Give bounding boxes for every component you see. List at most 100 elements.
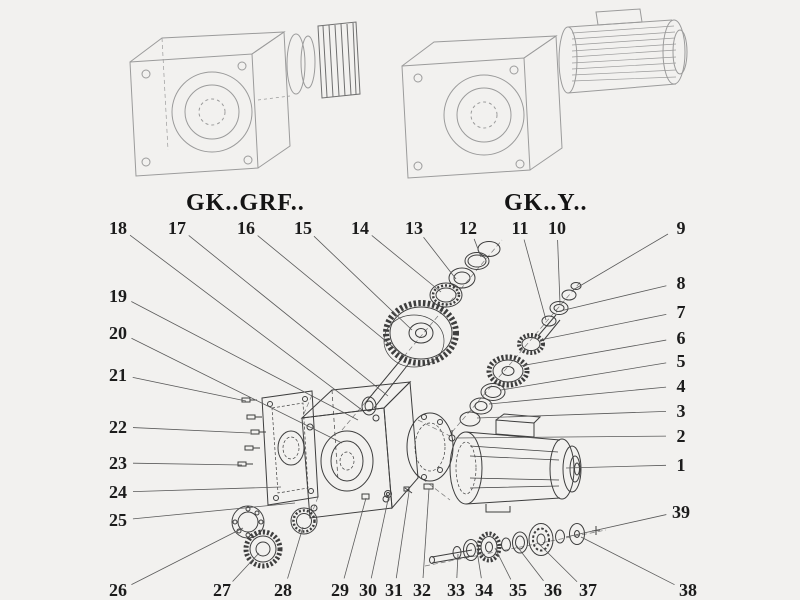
leader-line-11 xyxy=(523,239,547,321)
leader-line-18 xyxy=(129,234,363,411)
part-number-24: 24 xyxy=(109,482,127,502)
leader-line-4 xyxy=(488,386,667,405)
leader-line-24 xyxy=(132,486,282,493)
leader-line-30 xyxy=(370,494,390,579)
part-number-19: 19 xyxy=(109,286,127,306)
bevel-pinion-set xyxy=(517,282,582,355)
leader-line-33 xyxy=(456,553,459,579)
part-number-20: 20 xyxy=(109,323,127,343)
part-number-14: 14 xyxy=(351,218,369,238)
leader-lines-layer xyxy=(129,233,675,586)
assembled-unit-gky-drawing xyxy=(401,8,688,179)
leader-line-37 xyxy=(536,541,578,583)
model-label-gkgrf: GK..GRF.. xyxy=(186,190,305,216)
part-number-36: 36 xyxy=(544,580,562,600)
leader-line-15 xyxy=(313,235,413,331)
center-lines xyxy=(301,239,607,567)
part-number-15: 15 xyxy=(294,218,312,238)
part-number-18: 18 xyxy=(109,218,127,238)
part-number-28: 28 xyxy=(274,580,292,600)
electric-motor xyxy=(448,413,582,513)
part-number-30: 30 xyxy=(359,580,377,600)
leader-line-39 xyxy=(565,514,667,538)
part-number-16: 16 xyxy=(237,218,255,238)
part-number-7: 7 xyxy=(676,302,686,322)
part-number-9: 9 xyxy=(676,218,686,238)
bevel-gear-set xyxy=(459,354,530,427)
part-number-8: 8 xyxy=(676,273,686,293)
part-number-32: 32 xyxy=(413,580,431,600)
leader-line-14 xyxy=(371,235,442,293)
output-cover-set xyxy=(231,505,318,569)
mounting-flange-plate xyxy=(261,390,319,506)
part-number-38: 38 xyxy=(679,580,697,600)
part-number-25: 25 xyxy=(109,510,127,530)
leader-line-29 xyxy=(343,497,367,579)
leader-line-22 xyxy=(132,427,251,434)
input-bearings-rings xyxy=(429,241,501,308)
part-number-21: 21 xyxy=(109,365,127,385)
motor-drawing xyxy=(558,8,688,94)
flange-bolts xyxy=(237,397,266,467)
leader-line-34 xyxy=(476,550,482,579)
part-number-5: 5 xyxy=(676,351,686,371)
part-number-2: 2 xyxy=(676,426,686,446)
input-pinion-shaft xyxy=(361,355,411,416)
part-number-27: 27 xyxy=(213,580,231,600)
model-label-gky: GK..Y.. xyxy=(504,190,588,216)
part-number-34: 34 xyxy=(475,580,493,600)
assembled-unit-gkgrf-drawing xyxy=(129,21,361,177)
leader-line-19 xyxy=(131,301,359,421)
leader-line-13 xyxy=(423,237,457,280)
leader-line-26 xyxy=(131,527,244,586)
part-number-29: 29 xyxy=(331,580,349,600)
leader-line-17 xyxy=(188,235,389,397)
leader-line-8 xyxy=(555,285,667,313)
leader-line-3 xyxy=(476,411,667,419)
leader-line-27 xyxy=(232,552,260,582)
leader-line-6 xyxy=(519,339,667,367)
part-number-22: 22 xyxy=(109,417,127,437)
part-number-35: 35 xyxy=(509,580,527,600)
housing-fasteners xyxy=(361,483,434,500)
helical-gear-large xyxy=(383,300,459,368)
part-number-6: 6 xyxy=(676,328,686,348)
part-number-17: 17 xyxy=(168,218,186,238)
leader-line-20 xyxy=(131,337,343,444)
leader-line-2 xyxy=(455,435,667,439)
leader-line-38 xyxy=(580,536,675,586)
part-number-37: 37 xyxy=(579,580,597,600)
part-number-3: 3 xyxy=(676,401,686,421)
part-number-12: 12 xyxy=(459,218,477,238)
part-number-4: 4 xyxy=(676,376,686,396)
output-shaft-assembly xyxy=(429,523,601,564)
part-number-23: 23 xyxy=(109,453,127,473)
exploded-view-drawing xyxy=(231,239,607,569)
leader-line-1 xyxy=(565,464,667,469)
leader-line-36 xyxy=(515,544,544,581)
leader-line-32 xyxy=(422,488,430,579)
leader-line-25 xyxy=(132,502,296,520)
leader-line-10 xyxy=(557,239,561,305)
part-number-33: 33 xyxy=(447,580,465,600)
input-adapter-ribs xyxy=(317,21,361,99)
part-number-13: 13 xyxy=(405,218,423,238)
leader-line-21 xyxy=(132,376,247,402)
leader-line-28 xyxy=(287,526,304,579)
part-number-1: 1 xyxy=(676,455,686,475)
part-number-26: 26 xyxy=(109,580,127,600)
part-number-10: 10 xyxy=(548,218,566,238)
leader-line-12 xyxy=(473,238,482,258)
leader-line-7 xyxy=(539,313,667,341)
leader-line-16 xyxy=(257,235,405,357)
leader-line-5 xyxy=(500,362,667,391)
part-number-39: 39 xyxy=(672,502,690,522)
leader-line-9 xyxy=(572,233,669,291)
leader-line-23 xyxy=(132,462,243,466)
part-number-31: 31 xyxy=(385,580,403,600)
part-number-11: 11 xyxy=(511,218,529,238)
leader-line-31 xyxy=(395,491,410,579)
motor-adapter-flange xyxy=(406,412,454,482)
